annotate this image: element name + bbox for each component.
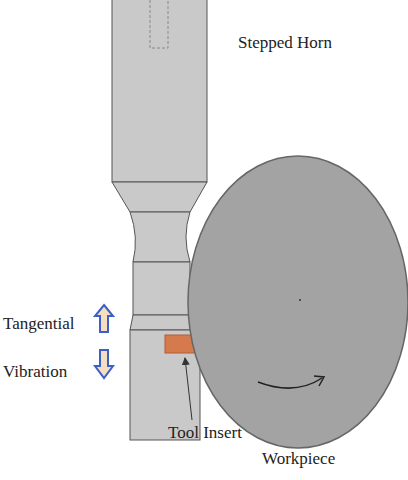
leader-line — [185, 358, 192, 420]
part-label: Tangential Vibration — [3, 300, 91, 396]
workpiece — [188, 156, 408, 448]
stepped-horn — [112, 0, 207, 440]
part-label: Stepped Horn — [238, 33, 332, 53]
part-label: Tool Insert — [168, 423, 242, 443]
vibration-arrows — [95, 305, 113, 378]
part-label: Workpiece — [262, 449, 335, 469]
